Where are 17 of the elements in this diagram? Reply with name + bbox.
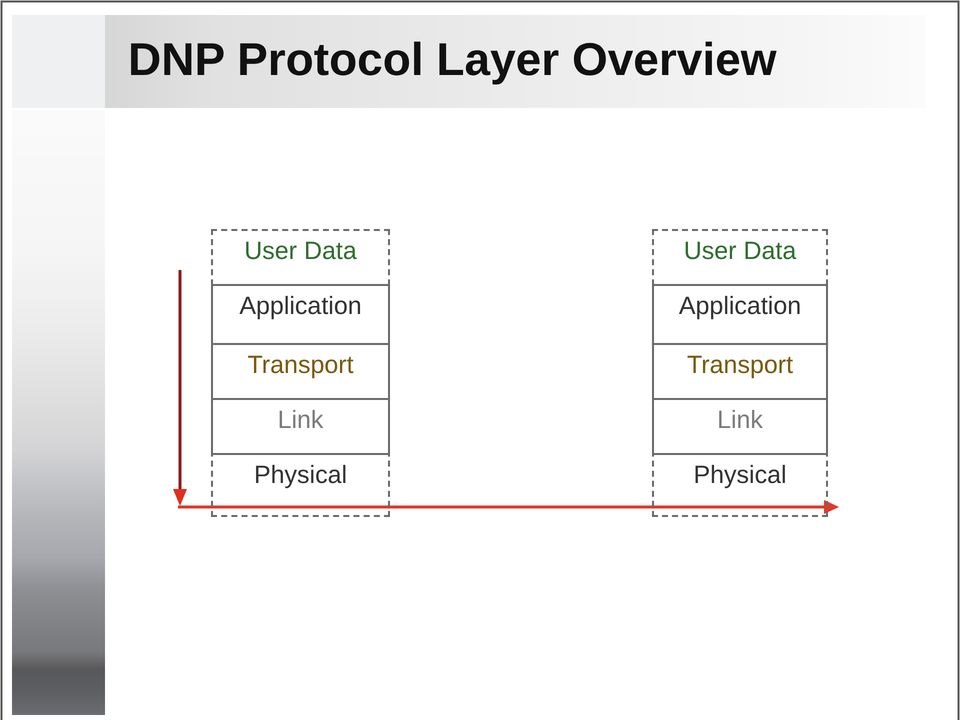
layer-label: Transport — [686, 351, 794, 379]
layer-label: Application — [678, 292, 802, 320]
layer-box — [652, 398, 828, 455]
layer-label: Physical — [693, 461, 787, 489]
layer-box — [211, 343, 390, 400]
layer-label: User Data — [684, 237, 796, 265]
layer-label: Transport — [247, 351, 354, 379]
layer-label: Link — [717, 406, 763, 434]
layer-label: User Data — [244, 237, 357, 265]
layer-label: Link — [278, 406, 324, 434]
layer-box — [211, 398, 390, 455]
dashed-stack-frame — [652, 229, 828, 517]
slide-title: DNP Protocol Layer Overview — [128, 32, 777, 86]
layer-label: Physical — [254, 461, 348, 489]
layer-box — [652, 343, 828, 400]
dashed-stack-frame — [211, 229, 390, 517]
layer-label: Application — [239, 292, 362, 320]
